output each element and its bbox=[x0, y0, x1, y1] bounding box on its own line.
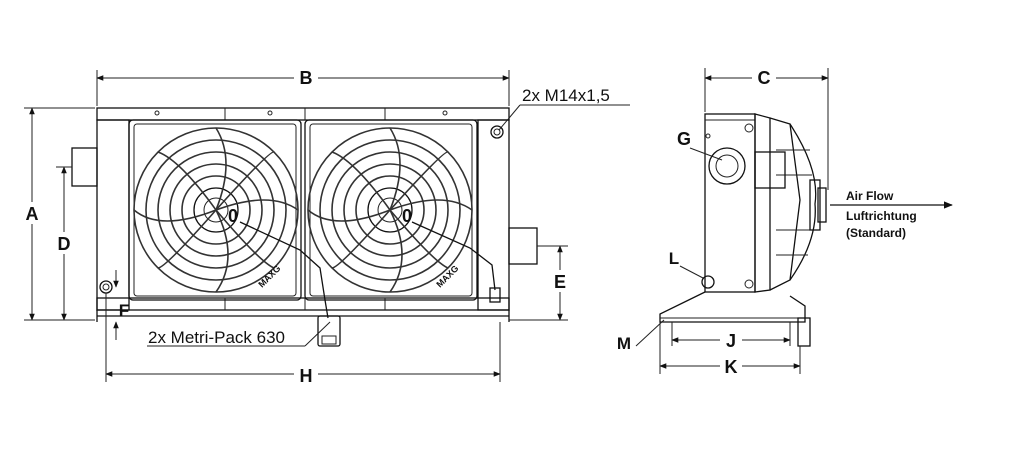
base-bracket-side bbox=[659, 291, 806, 323]
side-view bbox=[659, 113, 827, 347]
top-manifold bbox=[96, 107, 510, 121]
front-dimensions: B A D E F H 2x M14x1,5 bbox=[22, 66, 630, 386]
svg-text:0: 0 bbox=[402, 206, 412, 226]
connector-right bbox=[489, 287, 501, 303]
fan-grill-left: 0 MAXG bbox=[133, 127, 299, 293]
fan-motor-side bbox=[809, 179, 821, 231]
dim-label-k: K bbox=[725, 357, 738, 377]
fan-grill-right: 0 MAXG bbox=[307, 127, 473, 293]
bottom-manifold bbox=[96, 297, 510, 311]
dim-label-d: D bbox=[58, 234, 71, 254]
dim-label-l: L bbox=[669, 249, 679, 268]
dim-label-b: B bbox=[300, 68, 313, 88]
port-fitting-top bbox=[490, 125, 504, 139]
fan-shroud-side bbox=[769, 117, 801, 291]
dim-label-h: H bbox=[300, 366, 313, 386]
port-fitting-bottom bbox=[99, 280, 113, 294]
dim-label-e: E bbox=[554, 272, 566, 292]
airflow-label-de: Luftrichtung bbox=[846, 209, 917, 223]
core-body bbox=[704, 113, 756, 293]
dim-label-c: C bbox=[758, 68, 771, 88]
port-g bbox=[708, 147, 746, 185]
svg-text:0: 0 bbox=[228, 206, 238, 226]
metri-pack-connector bbox=[317, 315, 341, 347]
side-dimensions: C G L M J K Air Flow Luftrichtung (Stand… bbox=[617, 68, 953, 378]
dim-label-m: M bbox=[617, 334, 631, 353]
airflow-label: Air Flow bbox=[846, 189, 894, 203]
port-l bbox=[701, 275, 715, 289]
airflow-label-std: (Standard) bbox=[846, 226, 906, 240]
right-pipe-port bbox=[508, 227, 538, 265]
wire-harness-left bbox=[239, 221, 329, 319]
pipe-stub-side bbox=[754, 151, 786, 189]
callout-port-thread: 2x M14x1,5 bbox=[522, 86, 610, 105]
dim-label-f: F bbox=[119, 301, 129, 320]
mount-foot bbox=[797, 317, 811, 347]
callout-connector: 2x Metri-Pack 630 bbox=[148, 328, 285, 347]
left-tank bbox=[96, 119, 130, 311]
dim-label-a: A bbox=[26, 204, 39, 224]
front-view: 0 MAXG 0 MAXG bbox=[71, 107, 538, 347]
wire-harness-right bbox=[411, 221, 496, 291]
left-pipe-port bbox=[71, 147, 98, 187]
svg-text:MAXG: MAXG bbox=[256, 263, 282, 289]
dim-label-j: J bbox=[726, 331, 736, 351]
dim-label-g: G bbox=[677, 129, 691, 149]
fan-shroud-right bbox=[304, 119, 478, 301]
fan-shroud-left bbox=[128, 119, 302, 301]
